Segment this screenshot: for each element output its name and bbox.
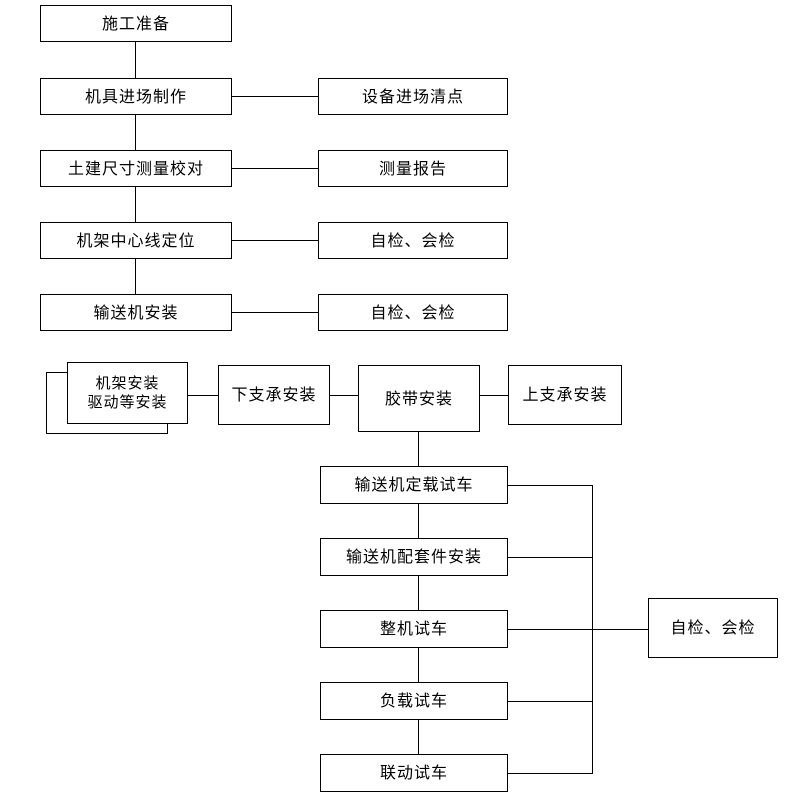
node-inspect-2[interactable]: 自检、会检 (318, 294, 508, 331)
connector-accessory-to-wholemachine (418, 576, 420, 610)
node-measure-report[interactable]: 测量报告 (318, 150, 508, 187)
connector-accessory-to-bus (508, 557, 593, 559)
connector-bus-to-inspect3 (592, 629, 649, 631)
connector-frame-to-conveyor (135, 259, 137, 294)
node-accessory-install[interactable]: 输送机配套件安装 (320, 538, 508, 576)
connector-framedrive-to-lowersupport (188, 395, 218, 397)
connector-frame-to-inspect1 (232, 240, 318, 242)
node-equip-check[interactable]: 设备进场清点 (318, 78, 508, 115)
connector-load-to-bus (508, 701, 593, 703)
node-lower-support[interactable]: 下支承安装 (218, 365, 330, 425)
connector-prep-to-tooling (135, 42, 137, 78)
connector-tooling-to-civil (135, 115, 137, 150)
node-whole-machine-test[interactable]: 整机试车 (320, 610, 508, 648)
connector-linkage-to-bus (508, 773, 593, 775)
connector-civil-to-frame (135, 187, 137, 222)
connector-lowersupport-to-belt (330, 395, 358, 397)
node-tooling-in[interactable]: 机具进场制作 (40, 78, 232, 115)
connector-tooling-to-equipcheck (232, 96, 318, 98)
node-conveyor-install[interactable]: 输送机安装 (40, 294, 232, 331)
connector-belt-to-ratedload (418, 432, 420, 466)
connector-load-to-linkage (418, 720, 420, 754)
connector-belt-to-uppersupport (480, 395, 508, 397)
node-inspect-3[interactable]: 自检、会检 (648, 598, 778, 658)
node-rated-load-test[interactable]: 输送机定载试车 (320, 466, 508, 504)
node-frame-drive-install[interactable]: 机架安装 驱动等安装 (67, 362, 188, 424)
connector-ratedload-to-bus (508, 485, 593, 487)
node-civil-measure[interactable]: 土建尺寸测量校对 (40, 150, 232, 187)
connector-ratedload-to-accessory (418, 504, 420, 538)
connector-wholemachine-to-bus (508, 629, 593, 631)
connector-wholemachine-to-load (418, 648, 420, 682)
node-belt-install[interactable]: 胶带安装 (358, 365, 480, 432)
connector-civil-to-report (232, 168, 318, 170)
node-linkage-test[interactable]: 联动试车 (320, 754, 508, 792)
node-frame-center[interactable]: 机架中心线定位 (40, 222, 232, 259)
node-upper-support[interactable]: 上支承安装 (508, 365, 622, 425)
node-load-test[interactable]: 负载试车 (320, 682, 508, 720)
node-inspect-1[interactable]: 自检、会检 (318, 222, 508, 259)
node-prep[interactable]: 施工准备 (40, 5, 232, 42)
connector-conveyor-to-inspect2 (232, 312, 318, 314)
